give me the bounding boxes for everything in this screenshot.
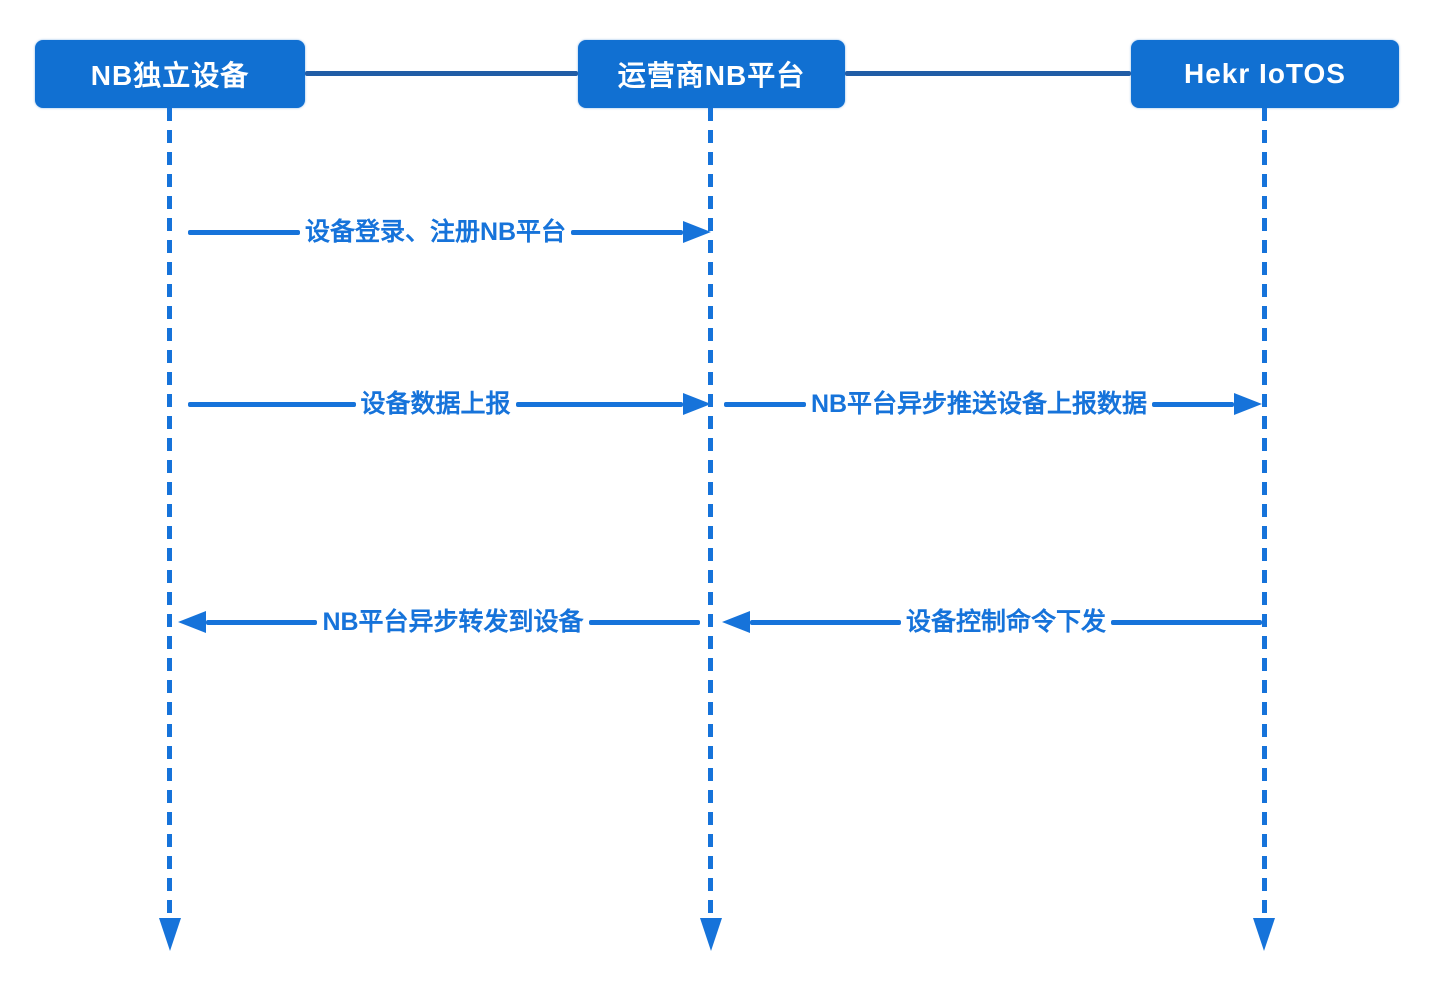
actor-connector-line bbox=[845, 71, 1131, 76]
arrow-right-icon bbox=[683, 393, 712, 415]
message-line bbox=[724, 401, 806, 407]
message-label: 设备控制命令下发 bbox=[906, 608, 1107, 636]
arrow-right-icon bbox=[1234, 393, 1262, 415]
lifeline-hekr-iotos bbox=[1262, 108, 1267, 918]
message-nb-async-forward: NB平台异步转发到设备 bbox=[178, 602, 701, 642]
actor-box-hekr-iotos: Hekr IoTOS bbox=[1131, 40, 1399, 108]
message-line bbox=[588, 619, 701, 625]
message-label: 设备数据上报 bbox=[360, 390, 511, 418]
lifeline-nb-device bbox=[167, 108, 172, 918]
message-line bbox=[188, 401, 356, 407]
actor-box-operator-nb-platform: 运营商NB平台 bbox=[578, 40, 845, 108]
message-device-control-command: 设备控制命令下发 bbox=[722, 602, 1263, 642]
message-device-data-report: 设备数据上报 bbox=[188, 384, 712, 424]
message-line bbox=[206, 619, 318, 625]
message-label: NB平台异步转发到设备 bbox=[322, 608, 584, 636]
message-line bbox=[1152, 401, 1234, 407]
message-line bbox=[1111, 619, 1263, 625]
message-label: NB平台异步推送设备上报数据 bbox=[810, 390, 1148, 418]
lifeline-arrow-down-icon bbox=[1253, 918, 1275, 951]
lifeline-arrow-down-icon bbox=[700, 918, 722, 951]
message-label: 设备登录、注册NB平台 bbox=[304, 218, 567, 246]
lifeline-operator-nb-platform bbox=[708, 108, 713, 918]
message-line bbox=[571, 229, 684, 235]
arrow-left-icon bbox=[178, 611, 206, 633]
arrow-right-icon bbox=[683, 221, 712, 243]
message-line bbox=[188, 229, 300, 235]
message-device-login-register: 设备登录、注册NB平台 bbox=[188, 212, 712, 252]
message-line bbox=[750, 619, 901, 625]
lifeline-arrow-down-icon bbox=[159, 918, 181, 951]
message-nb-async-push: NB平台异步推送设备上报数据 bbox=[724, 384, 1262, 424]
message-line bbox=[515, 401, 684, 407]
actor-connector-line bbox=[305, 71, 578, 76]
actor-box-nb-device: NB独立设备 bbox=[35, 40, 305, 108]
arrow-left-icon bbox=[722, 611, 750, 633]
